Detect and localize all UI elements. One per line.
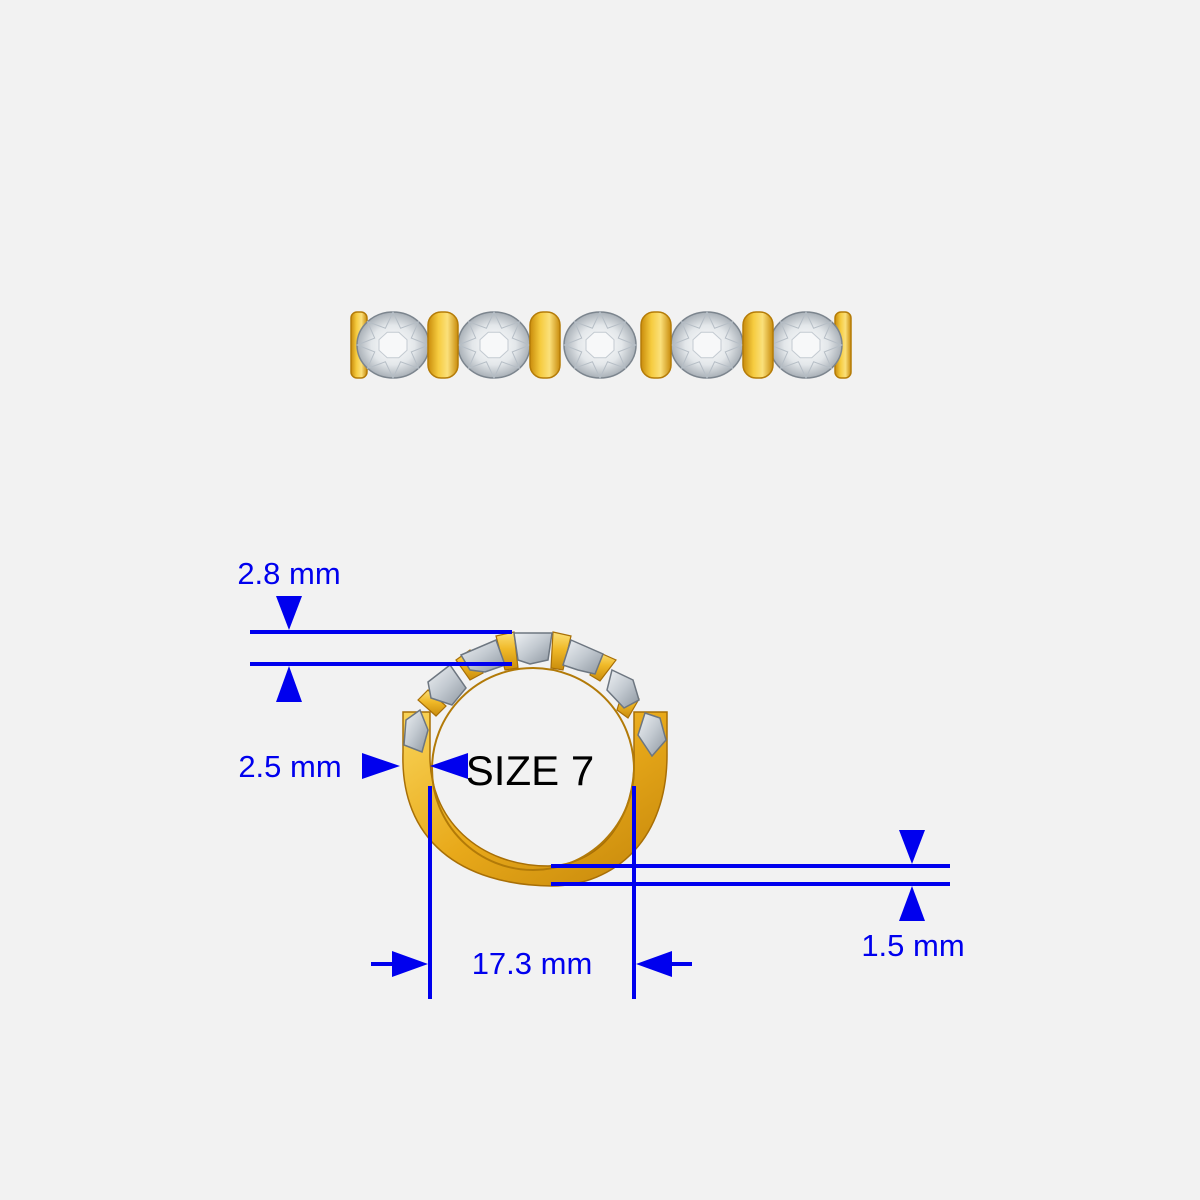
stone-height-label: 2.8 mm [237,556,340,591]
top-stone [456,310,532,380]
top-stone [768,310,844,380]
gold-bar [427,311,459,379]
ring-band [402,711,668,887]
ring-top-view [350,310,852,380]
gold-bar [529,311,561,379]
prong [417,689,447,717]
dimension-stone-height: 2.8 mm [237,556,512,702]
arrow-left-icon [636,951,672,977]
inner-diameter-label: 17.3 mm [472,946,593,981]
dimension-band-width: 2.5 mm [238,749,468,784]
band-thickness-label: 1.5 mm [861,928,964,963]
side-stone [403,708,429,754]
top-stone [669,310,745,380]
dimension-inner-diameter: 17.3 mm [371,786,692,999]
arrow-down-icon [899,830,925,864]
dimension-band-thickness: 1.5 mm [551,830,965,963]
side-stone [606,668,640,709]
prong [550,631,572,671]
arrow-right-icon [362,753,400,779]
ring-size-label: SIZE 7 [466,747,594,794]
gold-bar [742,311,774,379]
side-view-stones [403,632,667,758]
top-view-stones [355,310,844,380]
arrow-up-icon [899,886,925,921]
top-stone [355,310,431,380]
arrow-right-icon [392,951,428,977]
top-stone [562,310,638,380]
ring-inner-rim [431,667,635,871]
arrow-left-icon [430,753,468,779]
side-stone [513,632,553,665]
arrow-down-icon [276,596,302,630]
side-stone [427,663,467,706]
arrow-up-icon [276,666,302,702]
side-stone [562,638,604,675]
side-stone [637,712,667,758]
gold-bar [640,311,672,379]
side-stone [459,638,506,673]
band-width-label: 2.5 mm [238,749,341,784]
